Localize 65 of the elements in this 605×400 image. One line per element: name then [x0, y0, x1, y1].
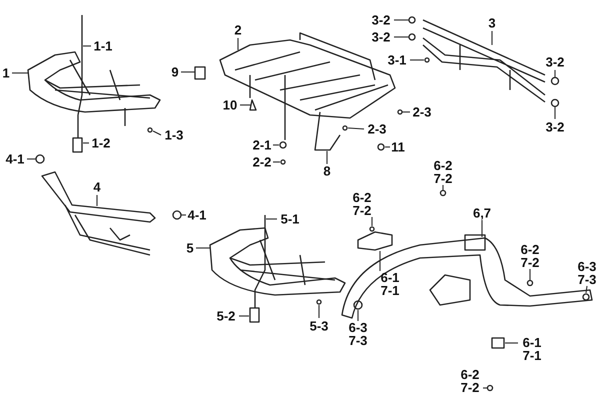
callout-number: 2-1 [252, 138, 272, 152]
front-bumper-drawing [35, 154, 182, 256]
callout-number: 7-2 [352, 204, 372, 217]
leader-line [384, 146, 390, 148]
callout-number: 7-2 [460, 381, 480, 394]
callout-number: 3 [488, 16, 496, 30]
callout-number: 5-3 [310, 320, 328, 332]
callout-number: 4 [93, 180, 101, 194]
callout-number: 3-2 [546, 56, 564, 68]
leader-line [504, 342, 518, 344]
leader-line [96, 194, 98, 206]
callout-number: 8 [323, 164, 331, 178]
leader-line [554, 70, 556, 78]
leader-line [12, 72, 28, 74]
callout-number: 1-2 [92, 136, 110, 150]
callout-number: 3-2 [372, 14, 390, 26]
callout-number: 9 [171, 66, 179, 78]
callout-number: 6-3 [578, 260, 596, 273]
callout-number: 6,7 [472, 206, 492, 220]
leader-line [442, 184, 444, 191]
callout-number: 7-2 [434, 172, 452, 185]
front-rack-drawing [209, 215, 346, 323]
callout-number: 6-2 [460, 368, 480, 381]
callout-number: 7-1 [522, 349, 542, 362]
callout-number: 6-2 [352, 191, 372, 204]
callout-number: 2-3 [368, 122, 386, 136]
callout-number: 10 [222, 98, 238, 112]
leader-line [266, 218, 278, 220]
callout-number: 6-2 [434, 159, 452, 172]
callout-number: 2 [234, 24, 242, 36]
callout-number: 7-2 [520, 256, 540, 269]
callout-number: 5-1 [280, 212, 300, 226]
front-rack-drawing [27, 14, 161, 153]
callout-number: 1-3 [164, 128, 184, 142]
callout-number: 3-2 [546, 120, 564, 134]
callout-number: 7-1 [380, 284, 400, 297]
leader-line [152, 130, 162, 136]
callout-number: 6-2 [520, 243, 540, 256]
leader-line [586, 286, 588, 294]
callout-number: 4-1 [6, 152, 24, 166]
leader-line [318, 304, 320, 318]
callout-number: 2-2 [252, 156, 272, 168]
callout-number: 6-3 [348, 321, 368, 334]
leader-line [554, 106, 556, 120]
callout-number: 6-1 [522, 336, 542, 349]
callout-number: 5-2 [216, 310, 236, 322]
leader-line [26, 158, 36, 160]
callout-number: 3-1 [388, 54, 406, 66]
leader-line [82, 142, 90, 144]
leader-line [272, 144, 280, 146]
callout-number: 6-1 [380, 271, 400, 284]
callout-number: 7-3 [348, 334, 368, 347]
callout-number: 5 [186, 242, 194, 254]
callout-number: 7-3 [578, 273, 596, 286]
callout-number: 1 [2, 66, 10, 80]
callout-number: 1-1 [94, 40, 112, 52]
leader-line [326, 150, 328, 164]
leader-line [240, 104, 252, 106]
leader-line [180, 214, 186, 216]
callout-number: 4-1 [188, 208, 206, 222]
leader-line [348, 128, 364, 130]
callout-number: 11 [391, 140, 405, 154]
callout-number: 3-2 [372, 30, 390, 44]
callout-number: 2-3 [412, 106, 432, 118]
leader-line [394, 36, 410, 38]
